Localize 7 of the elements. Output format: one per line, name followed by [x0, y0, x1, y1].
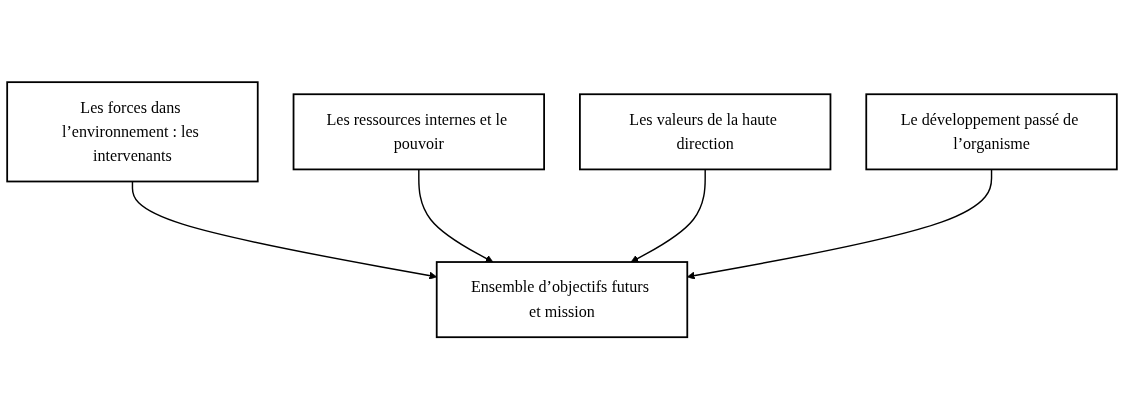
node-box: Ensemble d’objectifs futurs et mission [435, 261, 689, 339]
node-box: Les ressources internes et le pouvoir [292, 93, 545, 171]
node-box: Le développement passé de l’organisme [865, 93, 1118, 171]
node-box: Les valeurs de la haute direction [579, 93, 832, 171]
arrow [630, 169, 706, 263]
arrow [418, 169, 494, 263]
node-box: Les forces dans l’environnement : les intervenants [6, 81, 259, 183]
